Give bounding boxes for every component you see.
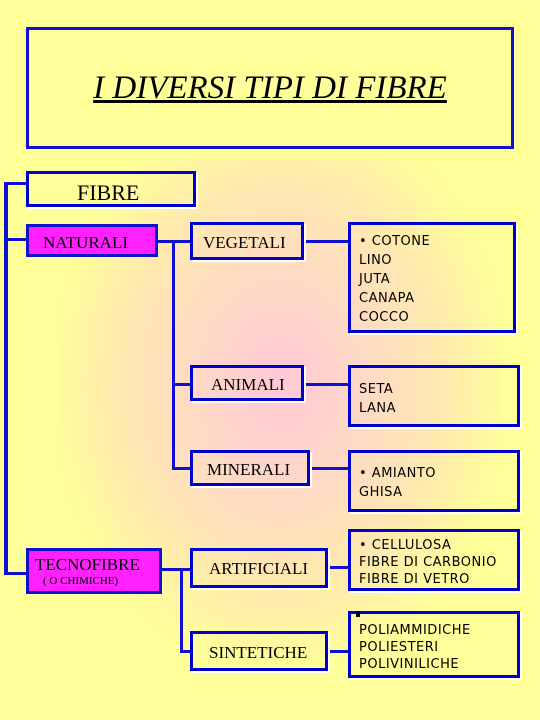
- connector-vertical-naturali: [172, 240, 175, 470]
- connector-animali-list: [304, 383, 348, 386]
- category-node-artificiali: ARTIFICIALI: [190, 548, 328, 588]
- connector-naturali: [4, 238, 28, 241]
- group-node-tecnofibre: TECNOFIBRE ( O CHIMICHE): [26, 548, 162, 594]
- list-item: CANAPA: [359, 291, 415, 306]
- group-node-naturali: NATURALI: [26, 224, 158, 257]
- connector-vertical-tecno: [180, 568, 183, 652]
- connector-naturali-vegetali: [158, 240, 192, 243]
- list-item: FIBRE DI VETRO: [359, 572, 470, 587]
- list-item: POLIESTERI: [359, 640, 439, 655]
- sintetiche-label: SINTETICHE: [209, 643, 308, 662]
- list-sintetiche: POLIAMMIDICHE POLIESTERI POLIVINILICHE: [348, 611, 520, 678]
- connector-fibre: [4, 182, 28, 185]
- connector-vegetali-list: [304, 240, 348, 243]
- connector-sintetiche: [180, 650, 192, 653]
- artificiali-label: ARTIFICIALI: [209, 559, 309, 578]
- tecnofibre-label: TECNOFIBRE: [35, 555, 140, 574]
- list-animali: SETA LANA: [348, 365, 520, 427]
- connector-trunk: [4, 182, 8, 574]
- list-item: LANA: [359, 401, 397, 416]
- category-node-sintetiche: SINTETICHE: [190, 631, 328, 671]
- tecnofibre-sublabel: ( O CHIMICHE): [43, 575, 119, 587]
- list-item: • CELLULOSA: [359, 538, 452, 553]
- title-box: I DIVERSI TIPI DI FIBRE: [26, 27, 514, 149]
- minerali-label: MINERALI: [207, 460, 291, 479]
- connector-minerali: [172, 467, 192, 470]
- connector-artificiali-list: [328, 566, 348, 569]
- page-title: I DIVERSI TIPI DI FIBRE: [93, 70, 447, 106]
- connector-tecnofibre: [4, 572, 28, 575]
- list-item: • COTONE: [359, 234, 431, 249]
- root-node-fibre: FIBRE: [26, 171, 196, 207]
- list-item: POLIVINILICHE: [359, 657, 460, 672]
- list-minerali: • AMIANTO GHISA: [348, 450, 520, 512]
- animali-label: ANIMALI: [211, 375, 285, 394]
- connector-minerali-list: [310, 467, 348, 470]
- list-artificiali: • CELLULOSA FIBRE DI CARBONIO FIBRE DI V…: [348, 529, 520, 591]
- list-item: LINO: [359, 253, 393, 268]
- naturali-label: NATURALI: [43, 233, 128, 252]
- connector-animali: [172, 383, 192, 386]
- bullet-mark: [356, 611, 360, 617]
- connector-sintetiche-list: [328, 650, 348, 653]
- list-item: • AMIANTO: [359, 466, 437, 481]
- list-item: SETA: [359, 382, 394, 397]
- category-node-animali: ANIMALI: [190, 365, 304, 401]
- list-item: POLIAMMIDICHE: [359, 623, 471, 638]
- list-item: FIBRE DI CARBONIO: [359, 555, 497, 570]
- list-vegetali: • COTONE LINO JUTA CANAPA COCCO: [348, 222, 516, 333]
- list-item: JUTA: [359, 272, 391, 287]
- connector-tecno-artificiali: [162, 568, 192, 571]
- category-node-vegetali: VEGETALI: [190, 222, 304, 260]
- root-label: FIBRE: [77, 180, 140, 205]
- vegetali-label: VEGETALI: [203, 233, 286, 252]
- list-item: GHISA: [359, 485, 403, 500]
- list-item: COCCO: [359, 310, 410, 325]
- category-node-minerali: MINERALI: [190, 450, 310, 486]
